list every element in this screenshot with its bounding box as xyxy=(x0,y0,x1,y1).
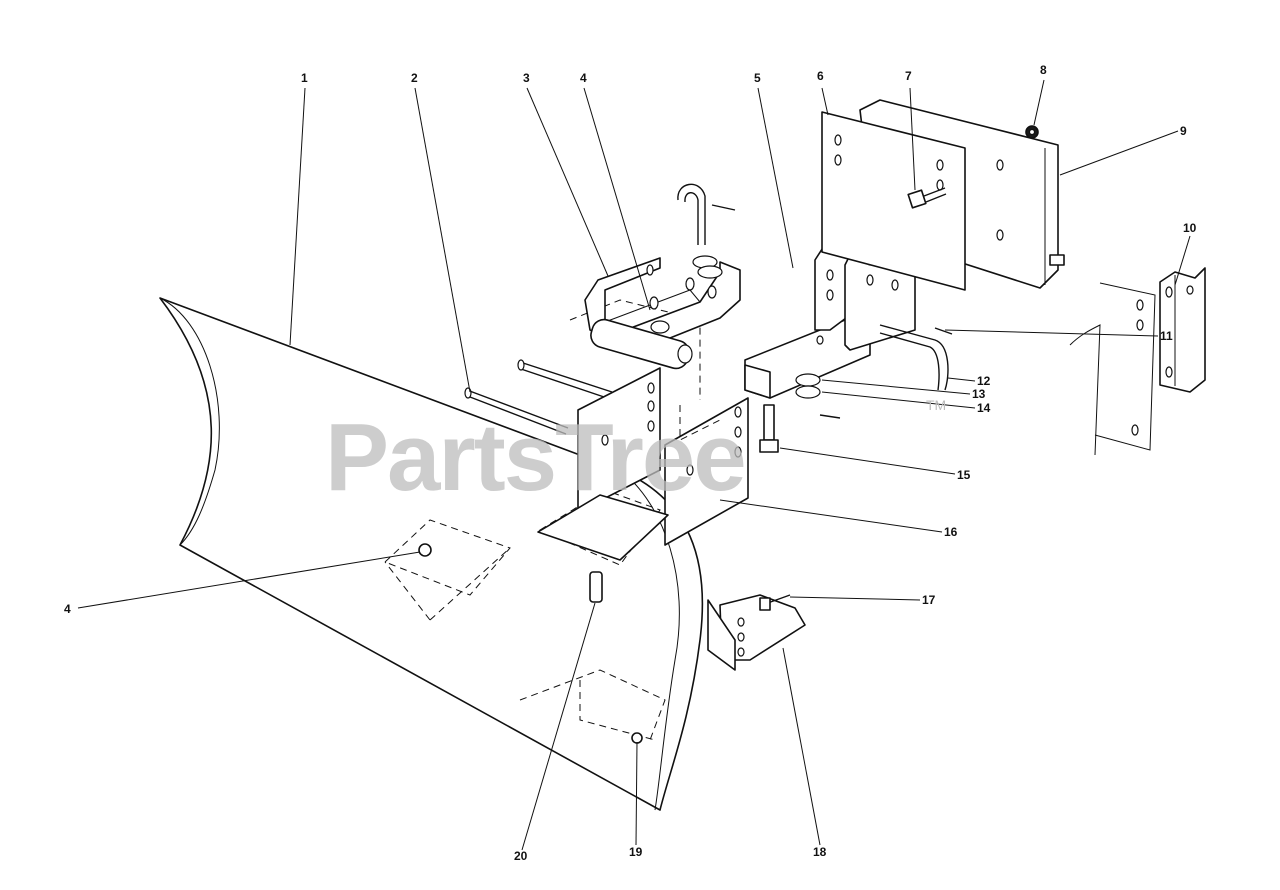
stud xyxy=(1049,254,1065,266)
callout-3: 3 xyxy=(523,71,530,85)
callout-4: 4 xyxy=(580,71,587,85)
callout-4-lower: 4 xyxy=(64,602,71,616)
callout-20: 20 xyxy=(514,849,528,863)
callout-1: 1 xyxy=(301,71,308,85)
washers-13-14 xyxy=(795,373,841,419)
bolt-7 xyxy=(907,187,947,209)
callout-labels: 1 2 3 4 5 6 7 8 9 10 11 12 13 14 15 16 4… xyxy=(64,63,1197,863)
callout-10: 10 xyxy=(1183,221,1197,235)
bolt-15 xyxy=(759,404,779,453)
callout-9: 9 xyxy=(1180,124,1187,138)
leader-lines xyxy=(77,79,1191,851)
j-pin-upper xyxy=(677,183,736,245)
watermark-trademark: TM xyxy=(926,397,946,413)
hitch-tube xyxy=(744,317,871,399)
side-plate xyxy=(1069,282,1156,456)
callout-19: 19 xyxy=(629,845,643,859)
callout-5: 5 xyxy=(754,71,761,85)
callout-13: 13 xyxy=(972,387,986,401)
j-pin-lower xyxy=(879,324,953,391)
callout-12: 12 xyxy=(977,374,991,388)
watermark-text: PartsTree xyxy=(325,404,745,511)
callout-16: 16 xyxy=(944,525,958,539)
callout-15: 15 xyxy=(957,468,971,482)
pivot-pin xyxy=(464,359,613,435)
callout-18: 18 xyxy=(813,845,827,859)
callout-17: 17 xyxy=(922,593,936,607)
skid-shoe xyxy=(707,594,806,671)
callout-14: 14 xyxy=(977,401,991,415)
callout-8: 8 xyxy=(1040,63,1047,77)
callout-2: 2 xyxy=(411,71,418,85)
mounting-plate-front xyxy=(821,111,966,291)
callout-6: 6 xyxy=(817,69,824,83)
nut-8 xyxy=(1025,125,1039,139)
callout-11: 11 xyxy=(1160,329,1173,343)
callout-7: 7 xyxy=(905,69,912,83)
nut-4-lower xyxy=(418,543,432,557)
nut-19 xyxy=(631,732,643,744)
channel-bracket xyxy=(584,257,741,370)
bolt-20 xyxy=(589,571,603,603)
washer-stack xyxy=(650,255,723,334)
